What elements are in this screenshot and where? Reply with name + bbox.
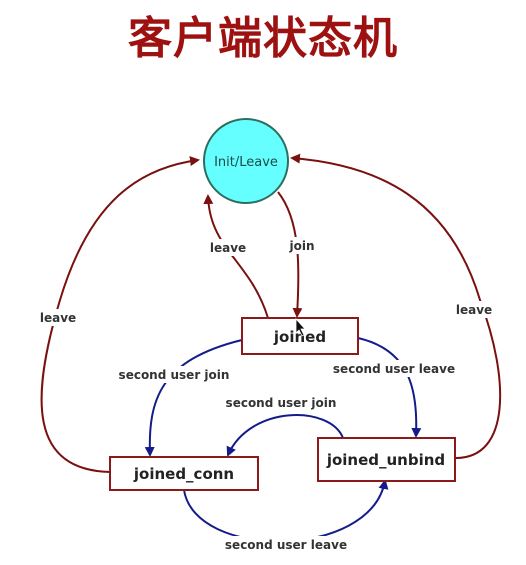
state-init-circle [203, 118, 289, 204]
edge-label-joined-to-unbind: second user leave [333, 362, 455, 376]
edge-joined-to-init [203, 194, 269, 319]
state-joined-label: joined [273, 328, 326, 346]
edge-unbind-to-conn [226, 414, 344, 457]
state-joined-unbind-box [317, 437, 456, 482]
state-joined-conn-box [109, 456, 259, 491]
edge-label-init-to-joined: join [288, 239, 314, 253]
edge-unbind-to-init [290, 153, 502, 459]
edge-label-conn-to-unbind: second user leave [225, 538, 347, 552]
edge-label-unbind-to-conn: second user join [226, 396, 337, 410]
state-init-label: Init/Leave [214, 155, 278, 170]
edge-label-unbind-to-init: leave [456, 303, 492, 317]
state-joined-unbind-label: joined_unbind [326, 451, 445, 469]
edge-conn-to-init [40, 156, 200, 473]
edge-joined-to-unbind [357, 337, 422, 438]
edge-label-conn-to-init: leave [40, 311, 76, 325]
edge-joined-to-conn [144, 339, 243, 457]
state-joined-conn-label: joined_conn [133, 465, 234, 483]
edge-label-joined-to-init: leave [210, 241, 246, 255]
edge-label-joined-to-conn: second user join [119, 368, 230, 382]
diagram-title: 客户端状态机 [128, 13, 398, 64]
mouse-cursor-icon [295, 317, 306, 337]
